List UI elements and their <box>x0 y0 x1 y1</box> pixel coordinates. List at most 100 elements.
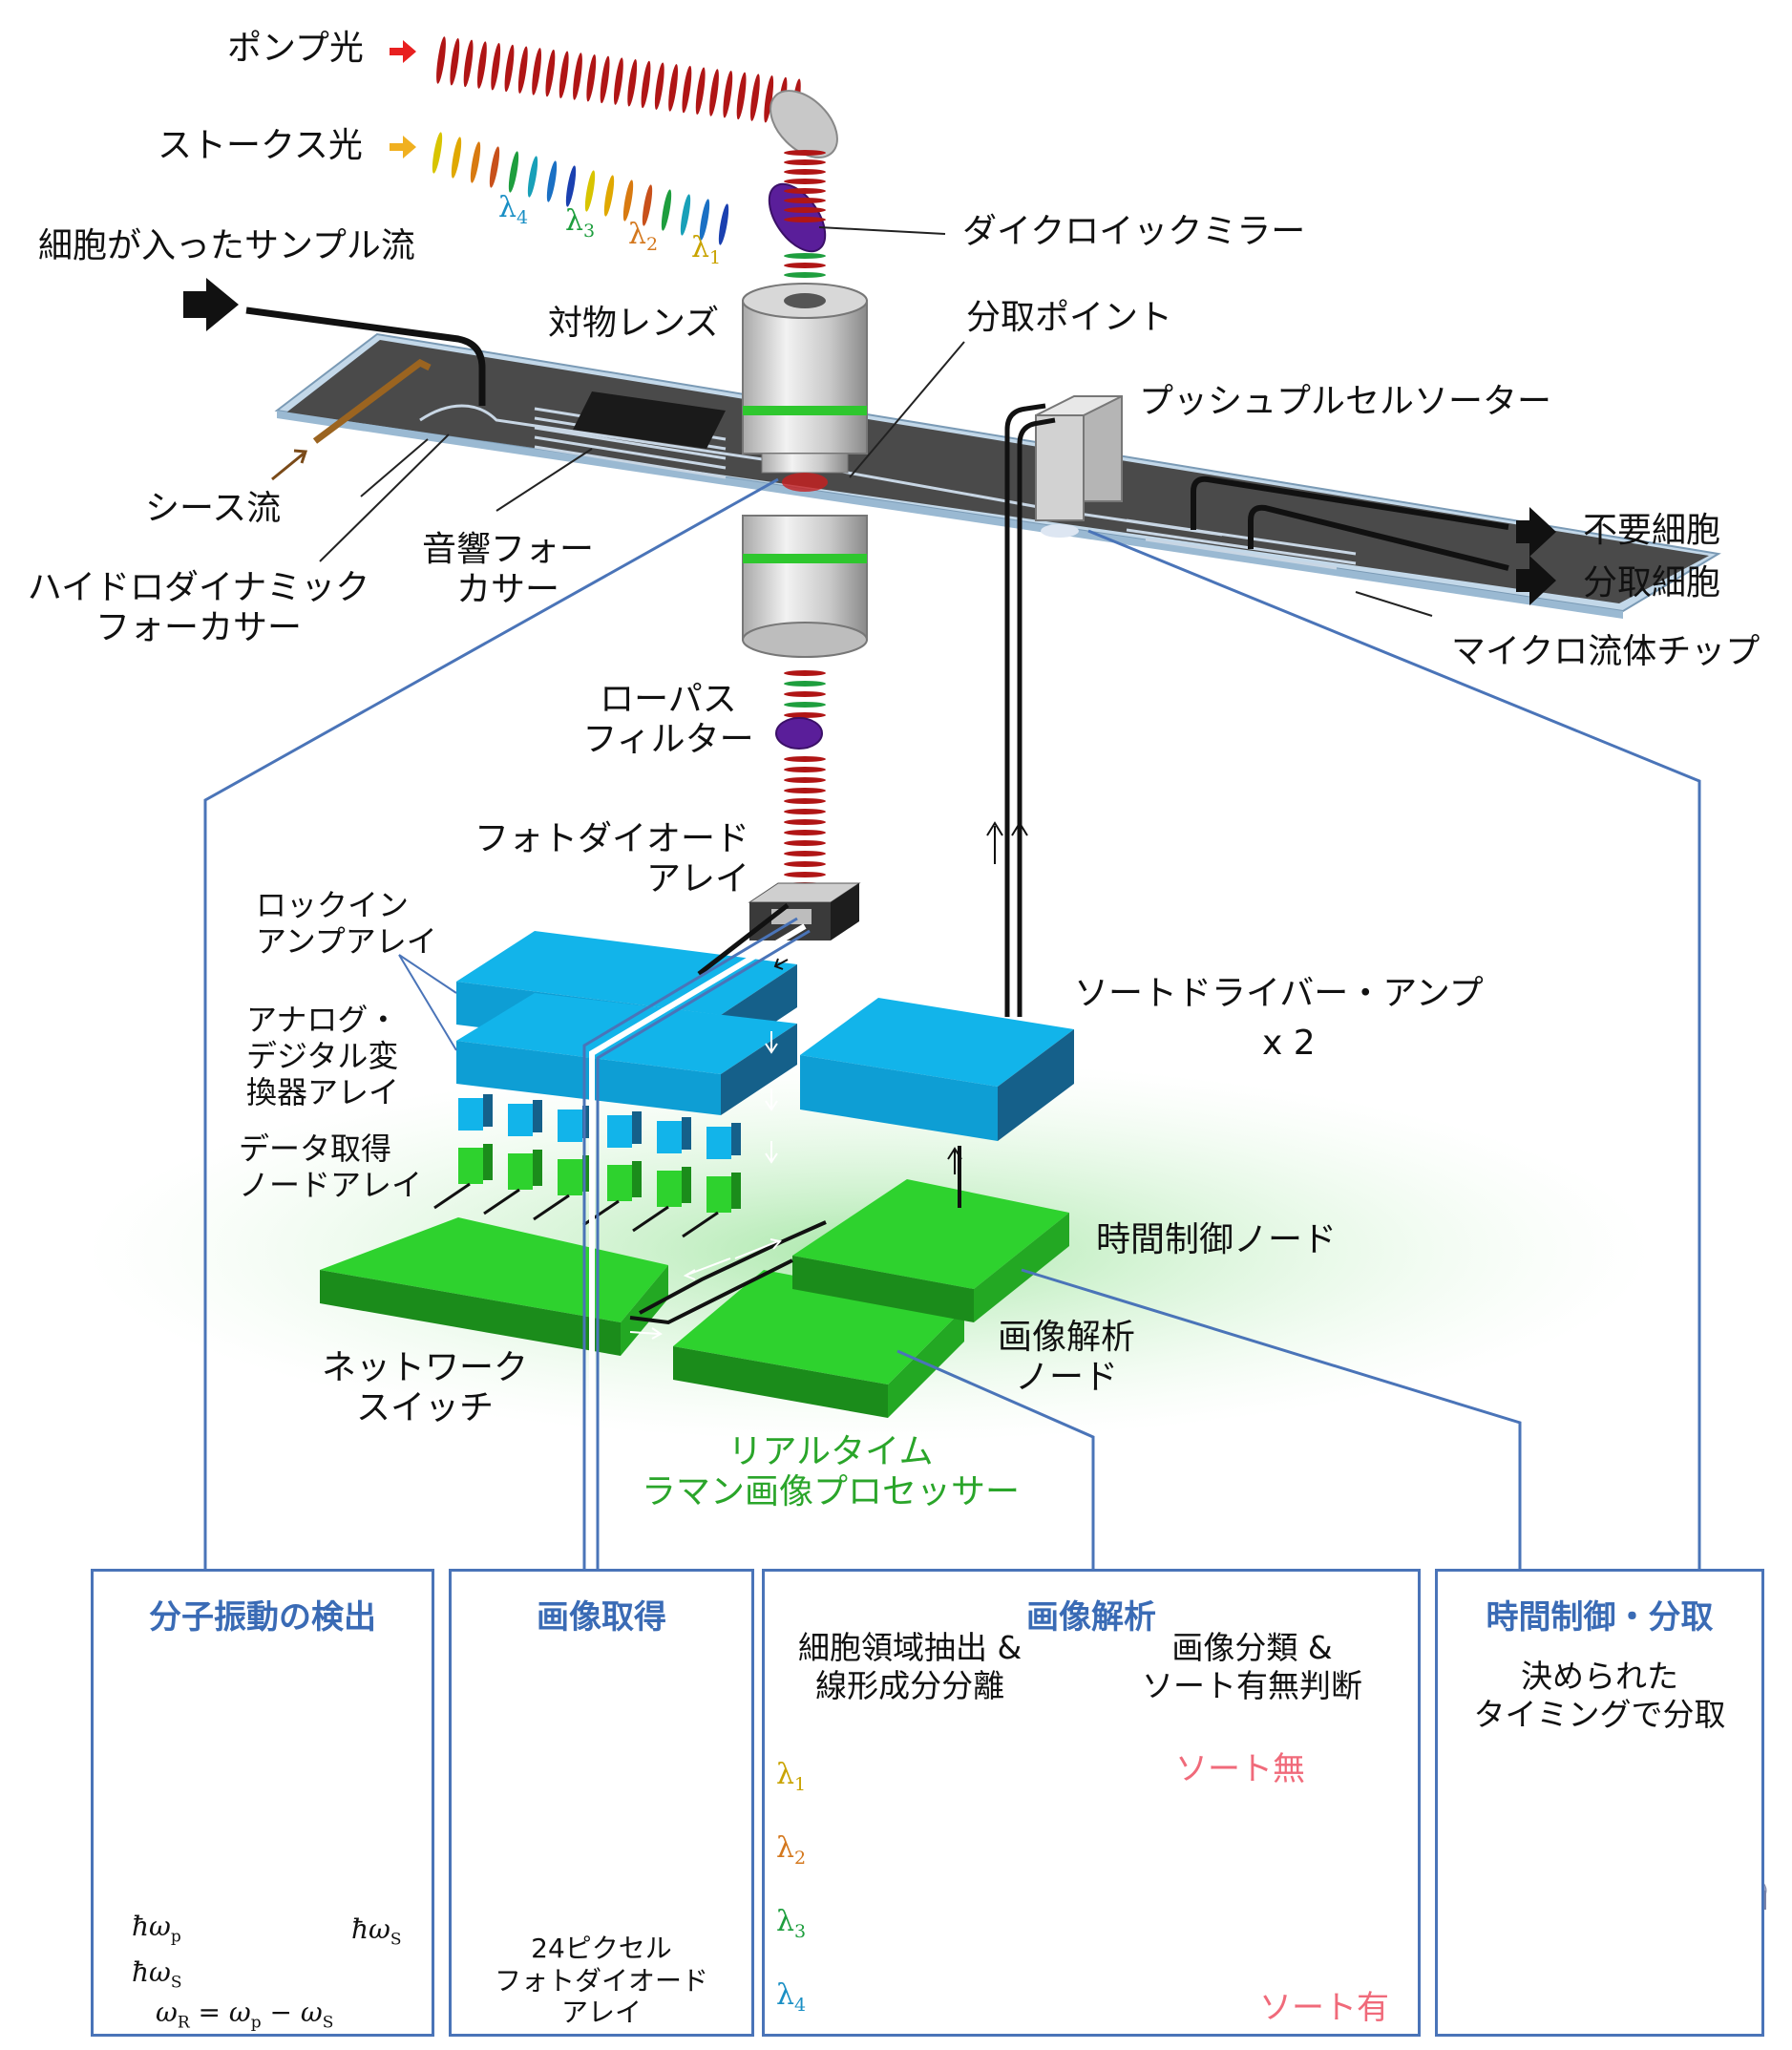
acquisition-columns <box>433 1094 741 1238</box>
timing-sorting-text: 決められた タイミングで分取 <box>1438 1658 1761 1733</box>
adc-tooth <box>706 1127 731 1159</box>
beam-dash <box>784 150 826 156</box>
beam-dash <box>784 798 826 804</box>
processor-title: リアルタイム ラマン画像プロセッサー <box>592 1432 1069 1513</box>
pump-beam <box>436 36 801 126</box>
pump-dash <box>613 57 623 105</box>
adc-tooth-side <box>682 1117 691 1150</box>
data-node-side <box>582 1155 592 1192</box>
lowpass-filter-line2: フィルター <box>582 720 754 760</box>
adc-line3: 換器アレイ <box>246 1073 400 1110</box>
data-node-wire <box>433 1182 471 1210</box>
pump-dash <box>545 49 556 97</box>
analysis-step1-line2: 線形成分分離 <box>815 1666 1005 1704</box>
pump-arrow-icon <box>390 40 416 63</box>
hbar-wp-label: ħωp <box>132 1911 181 1947</box>
microfluidic-chip-label: マイクロ流体チップ <box>1451 632 1760 671</box>
data-node-wire <box>632 1205 669 1233</box>
hbar-ws-left-label: ħωS <box>132 1956 182 1993</box>
sorter-label: プッシュプルセルソーター <box>1139 382 1552 421</box>
raman-equation: ωR = ωp − ωS <box>156 1997 334 2033</box>
data-node-side <box>731 1173 741 1209</box>
combined-beam-upper <box>784 150 826 278</box>
panel-image-analysis-title: 画像解析 <box>1026 1598 1156 1637</box>
pump-dash <box>491 43 501 91</box>
beam-dash <box>784 767 826 772</box>
pump-dash <box>749 74 760 121</box>
stokes-dash <box>622 180 634 222</box>
acquisition-caption: 24ピクセル フォトダイオード アレイ <box>452 1933 751 2029</box>
adc-tooth-side <box>632 1111 642 1144</box>
data-node <box>558 1159 582 1195</box>
data-node-side <box>632 1161 642 1197</box>
adc-tooth-side <box>533 1100 542 1132</box>
sort-driver-label: ソートドライバー・アンプ <box>1074 974 1484 1013</box>
timing-sorting-line2: タイミングで分取 <box>1473 1695 1726 1733</box>
beam-dash <box>784 169 826 175</box>
lockin-amp-line1: ロックイン <box>256 887 410 923</box>
data-node-side <box>483 1144 493 1180</box>
analysis-step2: 画像分類 & ソート有無判断 <box>1142 1629 1362 1704</box>
stokes-dash <box>432 132 443 174</box>
leader-lines <box>203 477 1701 1569</box>
lockin-amp-line2: アンプアレイ <box>256 922 437 960</box>
beam-dash <box>784 179 826 184</box>
lambda-2-label: λ2 <box>628 218 659 255</box>
adc-tooth-side <box>731 1123 741 1155</box>
beam-dash <box>784 188 826 194</box>
pump-dash <box>682 65 692 114</box>
beam-dash <box>784 159 826 165</box>
stokes-light-label: ストークス光 <box>158 126 363 165</box>
pump-light-label: ポンプ光 <box>227 29 364 68</box>
analysis-step2-line2: ソート有無判断 <box>1142 1666 1362 1704</box>
beam-dash <box>784 788 826 793</box>
beam-dash <box>784 756 826 762</box>
pump-dash <box>463 39 474 88</box>
beam-dash <box>784 851 826 856</box>
beam-dash <box>784 217 826 222</box>
acquisition-caption-line3: アレイ <box>560 1997 642 2029</box>
panel-lambda-2: λ2 <box>776 1831 807 1869</box>
pump-dash <box>532 48 542 95</box>
sample-tube <box>245 306 486 406</box>
pump-dash <box>600 55 610 104</box>
lambda-3-label: λ3 <box>565 204 596 242</box>
beam-dash <box>784 830 826 835</box>
pump-dash <box>627 59 638 107</box>
pump-dash <box>450 37 460 86</box>
adc-label: アナログ・ デジタル変 換器アレイ <box>246 1002 400 1110</box>
beam-dash <box>784 670 826 676</box>
acquisition-caption-line1: 24ピクセル <box>531 1933 672 1964</box>
adc-tooth-side <box>582 1106 592 1138</box>
panel-lambda-3: λ3 <box>776 1905 807 1942</box>
data-node <box>607 1165 632 1201</box>
objective-lens <box>742 283 868 658</box>
image-analysis-node-label: 画像解析 ノード <box>985 1318 1148 1399</box>
beam-dash <box>784 207 826 213</box>
sort-driver-count: x 2 <box>1262 1024 1316 1063</box>
adc-tooth <box>458 1098 483 1131</box>
stokes-dash <box>718 203 729 245</box>
data-node-wire <box>533 1194 570 1221</box>
beam-dash <box>784 198 826 203</box>
processor-title-line1: リアルタイム <box>727 1432 934 1471</box>
stokes-beam <box>432 132 729 245</box>
beam-dash <box>784 712 826 718</box>
adc-tooth-side <box>483 1094 493 1127</box>
pump-dash <box>517 46 528 94</box>
lockin-amp-label: ロックイン アンプアレイ <box>256 887 437 961</box>
data-node-side <box>533 1150 542 1186</box>
beam-dash <box>784 691 826 697</box>
sheath-tube <box>312 358 432 444</box>
data-node-wire <box>682 1211 719 1238</box>
hbar-ws-right-label: ħωS <box>351 1913 402 1950</box>
stokes-dash <box>642 184 653 226</box>
hydrodynamic-focuser-line1: ハイドロダイナミック <box>27 568 370 607</box>
hydrodynamic-focuser-line2: フォーカサー <box>95 608 302 648</box>
pump-dash <box>641 60 651 109</box>
panel-molecular-vibration: 分子振動の検出 ħωp ħωS ħωS ωR = ωp − ωS <box>91 1569 434 2037</box>
sheath-arrow-icon <box>271 449 308 481</box>
lambda-1-label: λ1 <box>691 231 722 268</box>
data-node <box>458 1148 483 1184</box>
